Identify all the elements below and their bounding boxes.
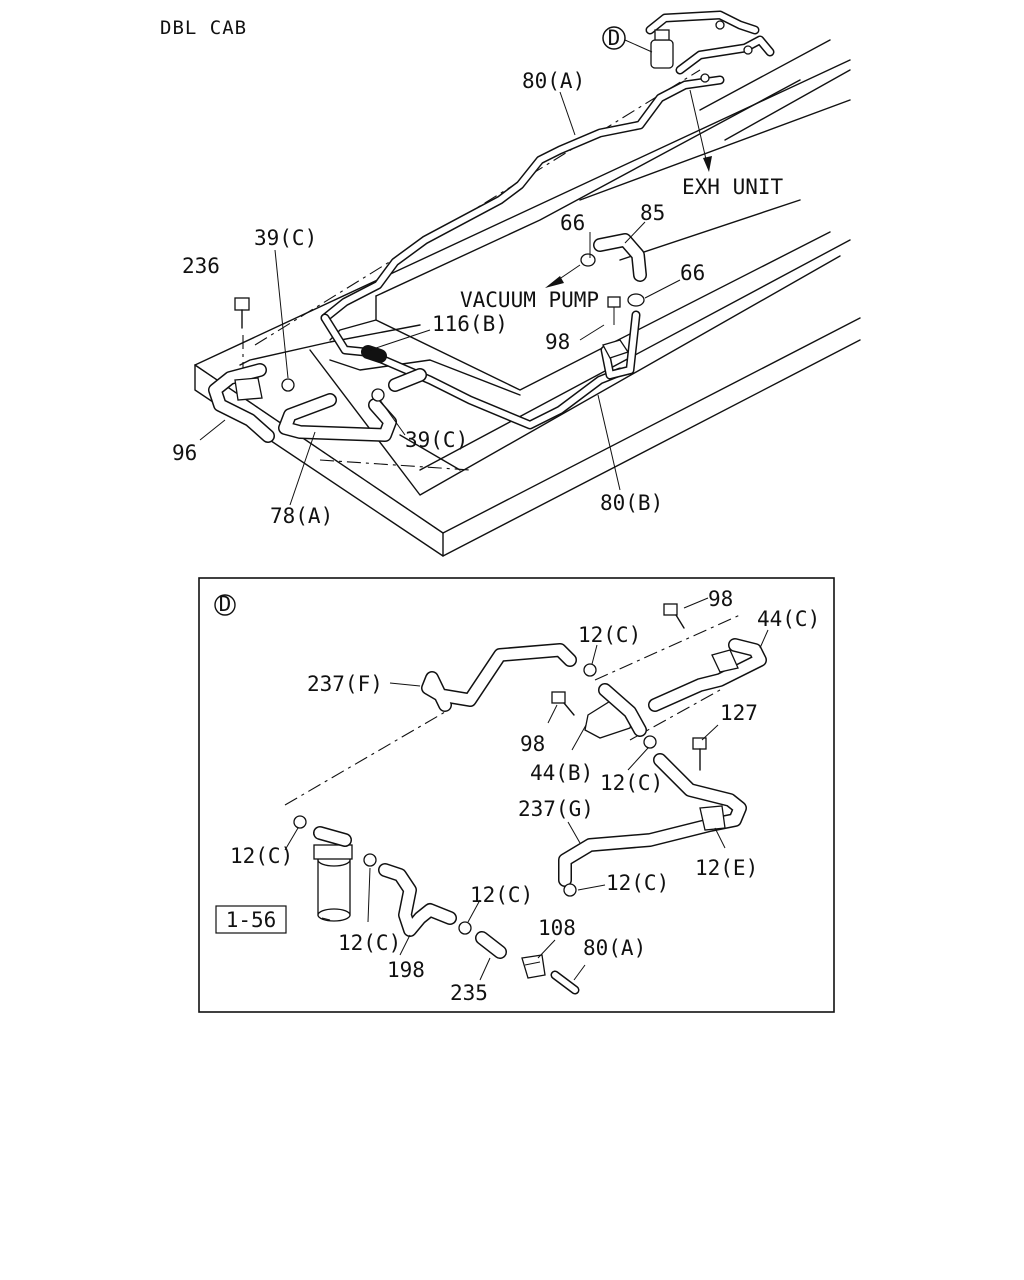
label-98: 98 bbox=[545, 330, 570, 354]
pipe-end-80a[interactable] bbox=[550, 970, 580, 995]
detail-dash-lines bbox=[284, 614, 741, 806]
vacuum-pump-arrow bbox=[545, 264, 581, 288]
label-98-mid: 98 bbox=[520, 732, 545, 756]
detail-badge-d: D bbox=[214, 592, 236, 616]
label-12c-top: 12(C) bbox=[578, 623, 641, 647]
bolt-127[interactable] bbox=[692, 737, 707, 771]
label-39c-bottom: 39(C) bbox=[405, 428, 468, 452]
callout-d-text: D bbox=[608, 26, 621, 50]
clamp-12c-top[interactable] bbox=[583, 663, 597, 677]
label-12e: 12(E) bbox=[695, 856, 758, 880]
valve-1-56[interactable] bbox=[313, 826, 353, 922]
label-1-56: 1-56 bbox=[226, 908, 277, 932]
pipe-80a[interactable] bbox=[320, 75, 725, 430]
label-237g: 237(G) bbox=[518, 797, 594, 821]
label-116b: 116(B) bbox=[432, 312, 508, 336]
label-exh-unit: EXH UNIT bbox=[682, 175, 784, 199]
label-78a: 78(A) bbox=[270, 504, 333, 528]
detail-badge-text: D bbox=[219, 592, 232, 616]
frame-rails bbox=[194, 39, 861, 557]
clip-108[interactable] bbox=[521, 954, 546, 979]
clamp-66-right[interactable] bbox=[627, 293, 645, 307]
part-ref-box-1-56[interactable]: 1-56 bbox=[215, 905, 287, 934]
detail-callout-d[interactable]: D bbox=[602, 26, 653, 53]
label-12c-lower: 12(C) bbox=[338, 931, 401, 955]
bracket-44c[interactable] bbox=[648, 638, 767, 712]
label-80a-detail: 80(A) bbox=[583, 936, 646, 960]
pipe-235[interactable] bbox=[475, 931, 507, 959]
hose-237g[interactable] bbox=[558, 753, 747, 887]
clamp-66-top[interactable] bbox=[580, 253, 596, 267]
label-80b: 80(B) bbox=[600, 491, 663, 515]
hose-85[interactable] bbox=[593, 233, 647, 282]
label-39c-top: 39(C) bbox=[254, 226, 317, 250]
label-12c-center: 12(C) bbox=[470, 883, 533, 907]
leader-lines-main bbox=[199, 91, 681, 506]
clamp-12c-center[interactable] bbox=[458, 921, 472, 935]
label-127: 127 bbox=[720, 701, 758, 725]
label-80a: 80(A) bbox=[522, 69, 585, 93]
clamp-12c-left[interactable] bbox=[293, 815, 307, 829]
bracket-44b[interactable] bbox=[584, 683, 647, 739]
label-66-right: 66 bbox=[680, 261, 705, 285]
label-44c: 44(C) bbox=[757, 607, 820, 631]
label-96: 96 bbox=[172, 441, 197, 465]
clamp-39c-top[interactable] bbox=[281, 378, 295, 392]
hose-78a[interactable] bbox=[278, 393, 397, 442]
clamp-39c-bottom[interactable] bbox=[371, 388, 385, 402]
label-12c-mid: 12(C) bbox=[600, 771, 663, 795]
diagram-title: DBL CAB bbox=[160, 17, 247, 39]
label-237f: 237(F) bbox=[307, 672, 383, 696]
leader-lines-detail bbox=[284, 597, 769, 981]
label-85: 85 bbox=[640, 201, 665, 225]
bolt-98-mid[interactable] bbox=[551, 691, 575, 716]
bolt-236[interactable] bbox=[234, 297, 250, 385]
label-12c-left: 12(C) bbox=[230, 844, 293, 868]
hose-237f[interactable] bbox=[421, 643, 577, 712]
main-view: D bbox=[172, 10, 861, 557]
joint-116b[interactable] bbox=[361, 345, 427, 392]
label-236: 236 bbox=[182, 254, 220, 278]
clamp-12c-bottom[interactable] bbox=[563, 883, 577, 897]
label-12c-bottom: 12(C) bbox=[606, 871, 669, 895]
label-108: 108 bbox=[538, 916, 576, 940]
hose-80b[interactable] bbox=[600, 310, 641, 380]
label-44b: 44(B) bbox=[530, 761, 593, 785]
bolt-98[interactable] bbox=[602, 296, 630, 359]
exh-unit-arrow bbox=[689, 89, 712, 172]
label-98-top: 98 bbox=[708, 587, 733, 611]
label-vacuum-pump: VACUUM PUMP bbox=[460, 288, 599, 312]
label-198: 198 bbox=[387, 958, 425, 982]
label-66-top: 66 bbox=[560, 211, 585, 235]
bracket-96[interactable] bbox=[208, 363, 275, 443]
detail-d-box: D bbox=[198, 577, 835, 1013]
clamp-12c-mid[interactable] bbox=[643, 735, 657, 749]
hose-198[interactable] bbox=[378, 863, 457, 937]
clamp-12c-lower[interactable] bbox=[363, 853, 377, 867]
connector-harness bbox=[645, 10, 775, 83]
label-235: 235 bbox=[450, 981, 488, 1005]
bolt-98-top[interactable] bbox=[663, 603, 685, 629]
